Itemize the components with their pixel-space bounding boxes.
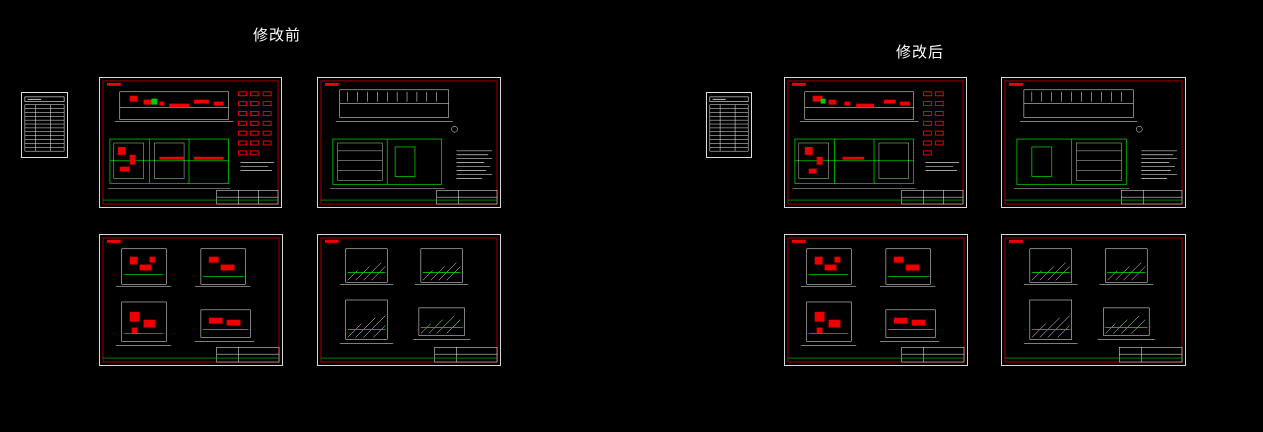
drawing-sheet-sections-left[interactable] bbox=[317, 234, 501, 366]
legend-table-right[interactable] bbox=[706, 92, 752, 158]
sections-drawing bbox=[320, 237, 498, 363]
structure-drawing bbox=[320, 80, 498, 205]
label-before: 修改前 bbox=[253, 26, 302, 44]
details-drawing bbox=[102, 237, 280, 363]
legend-table-left[interactable] bbox=[21, 92, 68, 158]
drawing-sheet-plan-right[interactable] bbox=[784, 77, 967, 208]
structure-drawing bbox=[1004, 80, 1183, 205]
drawing-sheet-details-left[interactable] bbox=[99, 234, 283, 366]
sections-drawing bbox=[1004, 237, 1183, 363]
plan-drawing bbox=[787, 80, 964, 205]
details-drawing bbox=[787, 237, 965, 363]
legend-table-lines bbox=[709, 96, 749, 152]
plan-drawing bbox=[102, 80, 279, 205]
drawing-sheet-plan-left[interactable] bbox=[99, 77, 282, 208]
drawing-sheet-details-right[interactable] bbox=[784, 234, 968, 366]
drawing-sheet-structure-left[interactable] bbox=[317, 77, 501, 208]
drawing-sheet-structure-right[interactable] bbox=[1001, 77, 1186, 208]
label-after: 修改后 bbox=[896, 43, 945, 61]
legend-table-lines bbox=[24, 96, 65, 152]
drawing-sheet-sections-right[interactable] bbox=[1001, 234, 1186, 366]
